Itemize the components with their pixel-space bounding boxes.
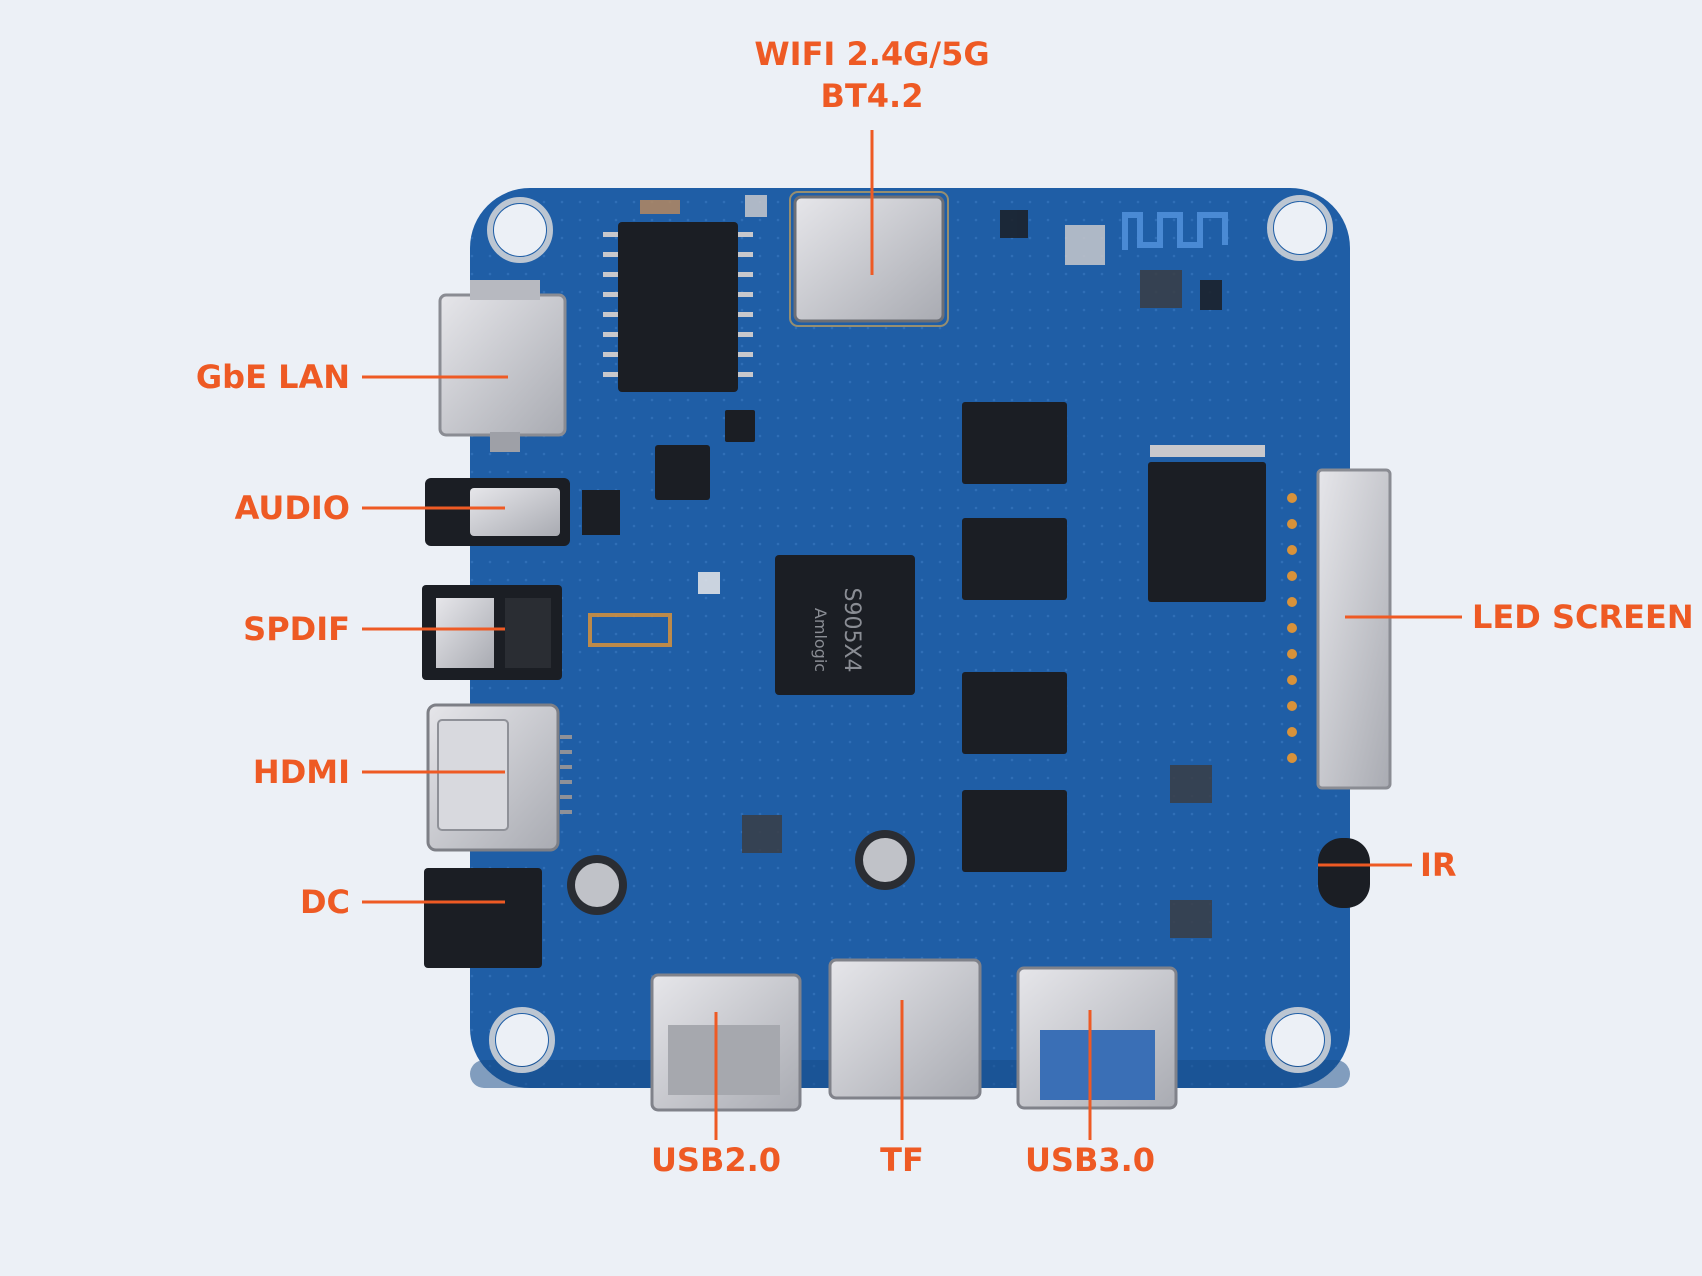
ethernet-ic bbox=[618, 222, 738, 392]
ir-receiver bbox=[1318, 838, 1370, 908]
soc-chip bbox=[775, 555, 915, 695]
soc-model: S905X4 bbox=[839, 587, 864, 672]
dram-chips bbox=[962, 402, 1067, 872]
leader-lines bbox=[362, 130, 1462, 1140]
led-screen-connector bbox=[1316, 468, 1392, 790]
label-gbe-lan: GbE LAN bbox=[195, 358, 350, 396]
label-dc: DC bbox=[299, 883, 350, 921]
soc-brand: Amlogic bbox=[811, 608, 830, 672]
tf-slot bbox=[828, 958, 982, 1100]
label-led-screen: LED SCREEN bbox=[1472, 598, 1694, 636]
rj45-connector bbox=[438, 293, 567, 437]
label-ir: IR bbox=[1420, 846, 1457, 884]
label-usb20: USB2.0 bbox=[650, 1141, 782, 1179]
mounting-holes bbox=[487, 195, 1333, 1073]
smd-components bbox=[588, 195, 1222, 938]
wifi-module bbox=[793, 195, 945, 323]
label-wifi-line1: WIFI 2.4G/5G bbox=[754, 35, 990, 73]
label-tf: TF bbox=[880, 1141, 924, 1179]
dc-jack bbox=[424, 868, 542, 968]
label-spdif: SPDIF bbox=[243, 610, 350, 648]
label-hdmi: HDMI bbox=[252, 753, 350, 791]
antenna-trace bbox=[1122, 212, 1228, 250]
label-usb30: USB3.0 bbox=[1024, 1141, 1156, 1179]
label-wifi-line2: BT4.2 bbox=[820, 77, 924, 115]
emmc-chip bbox=[1148, 462, 1266, 602]
label-audio: AUDIO bbox=[234, 489, 350, 527]
